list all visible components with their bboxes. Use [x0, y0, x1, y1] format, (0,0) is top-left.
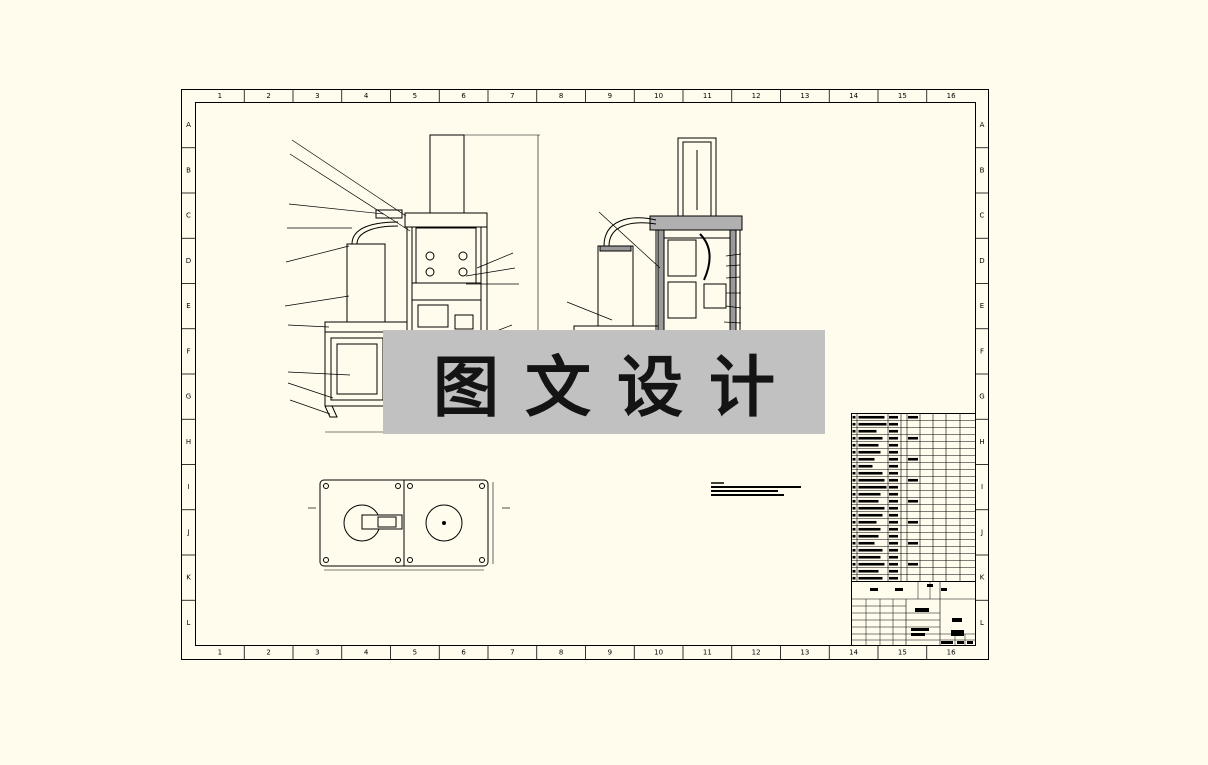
plan-view [308, 479, 510, 571]
row-label: B [980, 166, 985, 174]
column-label: 12 [752, 92, 761, 100]
column-label: 2 [266, 649, 270, 657]
column-label: 16 [947, 92, 956, 100]
column-label: 3 [315, 649, 319, 657]
column-label: 2 [266, 92, 270, 100]
row-label: H [186, 438, 191, 446]
column-label: 4 [364, 92, 369, 100]
row-label: I [981, 483, 983, 491]
row-label: J [186, 528, 189, 536]
row-label: C [186, 212, 191, 220]
column-label: 6 [461, 649, 466, 657]
column-label: 10 [654, 649, 663, 657]
column-label: 6 [461, 92, 466, 100]
column-label: 13 [800, 649, 809, 657]
watermark-text: 图文设计 [433, 348, 801, 426]
row-label: J [980, 528, 983, 536]
row-label: E [980, 302, 984, 310]
column-label: 8 [559, 92, 563, 100]
row-label: B [186, 166, 191, 174]
row-label: H [979, 438, 984, 446]
column-label: 14 [849, 649, 858, 657]
row-label: I [187, 483, 189, 491]
column-label: 5 [413, 649, 417, 657]
zone-labels: 1122334455667788991010111112121313141415… [186, 92, 985, 657]
row-label: F [980, 347, 984, 355]
technical-notes [711, 482, 801, 496]
column-label: 14 [849, 92, 858, 100]
row-label: A [186, 121, 191, 129]
zone-grid [181, 89, 989, 660]
row-label: G [979, 393, 984, 401]
column-label: 11 [703, 92, 712, 100]
column-label: 7 [510, 649, 514, 657]
section-view [566, 137, 743, 333]
column-label: 1 [218, 649, 222, 657]
row-label: F [186, 347, 190, 355]
column-label: 5 [413, 92, 417, 100]
column-label: 15 [898, 649, 907, 657]
row-label: K [186, 574, 191, 582]
row-label: L [980, 619, 984, 627]
row-label: E [186, 302, 190, 310]
column-label: 9 [608, 649, 612, 657]
column-label: 13 [800, 92, 809, 100]
column-label: 10 [654, 92, 663, 100]
column-label: 4 [364, 649, 369, 657]
column-label: 1 [218, 92, 222, 100]
bill-of-materials [851, 413, 976, 582]
row-label: D [979, 257, 984, 265]
row-label: C [980, 212, 985, 220]
title-block [851, 581, 976, 646]
column-label: 12 [752, 649, 761, 657]
column-label: 8 [559, 649, 563, 657]
row-label: K [980, 574, 985, 582]
row-label: L [187, 619, 191, 627]
column-label: 16 [947, 649, 956, 657]
column-label: 3 [315, 92, 319, 100]
row-label: A [980, 121, 985, 129]
column-label: 7 [510, 92, 514, 100]
column-label: 9 [608, 92, 612, 100]
column-label: 15 [898, 92, 907, 100]
row-label: G [186, 393, 191, 401]
column-label: 11 [703, 649, 712, 657]
watermark-banner: 图文设计 [383, 330, 825, 434]
row-label: D [186, 257, 191, 265]
outer-border [181, 89, 989, 660]
